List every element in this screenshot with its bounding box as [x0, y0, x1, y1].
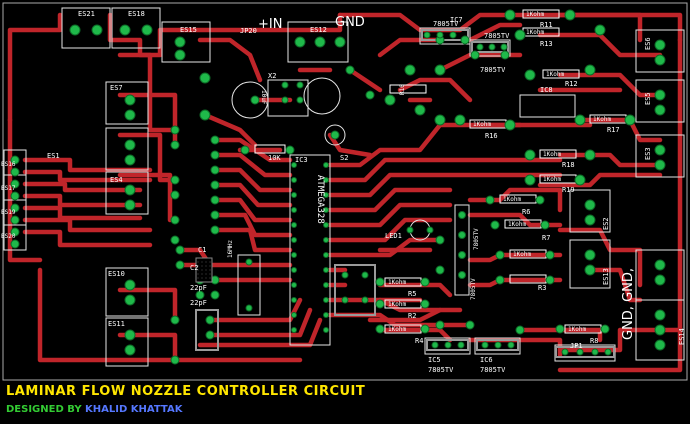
label-10uf: 10uF — [260, 90, 267, 105]
label-r17: R17 — [607, 126, 620, 134]
label-reg-7805-mid: 7805TV — [473, 228, 480, 250]
label-jp1: JP1 — [570, 342, 583, 350]
label-16mhz: 16MHz — [227, 240, 234, 258]
label-reg-7805-ic7: 7805TV — [433, 20, 459, 28]
label-es16: ES16 — [1, 161, 16, 168]
label-es6: ES6 — [644, 37, 652, 50]
label-es7: ES7 — [110, 84, 123, 92]
label-reg-7805-ic5: 7805TV — [428, 366, 454, 374]
label-ic3: IC3 — [295, 156, 308, 164]
label-r8-val: 1Kohm — [568, 326, 586, 333]
label-r18-val: 1Kohm — [543, 151, 561, 158]
label-r16: R16 — [485, 132, 498, 140]
label-es10: ES10 — [108, 270, 125, 278]
label-es15: ES15 — [180, 26, 197, 34]
label-reg-7805-ic6: 7805TV — [480, 366, 506, 374]
label-es19: ES19 — [1, 209, 16, 216]
label-r13-val: 1Kohm — [526, 29, 544, 36]
label-reg-7805-top2: 7805TV — [484, 32, 510, 40]
label-r8: R8 — [590, 337, 598, 345]
label-r2-val: 1Kohm — [388, 301, 406, 308]
label-r6: R6 — [522, 208, 530, 216]
label-r13: R13 — [540, 40, 553, 48]
label-es1: ES1 — [47, 152, 60, 160]
label-x2: X2 — [268, 72, 276, 80]
label-es12: ES12 — [310, 26, 327, 34]
label-r19-val: 1Kohm — [543, 176, 561, 183]
pads — [10, 9, 666, 365]
label-r5: R5 — [408, 290, 416, 298]
label-reg-7805-mid2: 7805TV — [470, 278, 477, 300]
label-es4: ES4 — [110, 176, 123, 184]
label-r2: R2 — [408, 312, 416, 320]
label-r11-val: 1Kohm — [526, 11, 544, 18]
label-es17: ES17 — [1, 185, 16, 192]
label-ic6: IC6 — [480, 356, 493, 364]
label-ic7: IC7 — [450, 16, 463, 24]
label-mcu: ATMEGA328 — [315, 175, 325, 224]
traces — [7, 12, 683, 373]
label-es20: ES20 — [1, 233, 16, 240]
label-es13: ES13 — [602, 268, 610, 285]
designer-name: KHALID KHATTAK — [85, 404, 183, 415]
label-es18: ES18 — [128, 10, 145, 18]
label-r12-val: 1Kohm — [546, 71, 564, 78]
label-r19: R19 — [562, 186, 575, 194]
label-10k: 10K — [268, 154, 281, 162]
credit-prefix: DESIGNED BY — [6, 404, 82, 415]
board-outline — [2, 2, 688, 381]
label-22pf-2: 22pF — [190, 299, 207, 307]
label-ic8: IC8 — [540, 86, 553, 94]
label-r3a-val: 1Kohm — [513, 251, 531, 258]
label-r16-val: 1Kohm — [473, 121, 491, 128]
labels: ES21 ES18 ES15 ES12 JP20 +IN GND ES1 ES7… — [1, 10, 686, 374]
label-s2: S2 — [340, 154, 348, 162]
board-title: LAMINAR FLOW NOZZLE CONTROLLER CIRCUIT — [6, 384, 366, 399]
label-c2: C2 — [190, 264, 198, 272]
label-es2: ES2 — [602, 217, 610, 230]
label-c1: C1 — [198, 246, 206, 254]
grey-parts — [195, 29, 615, 358]
label-es14: ES14 — [678, 328, 686, 345]
label-22pf-1: 22pF — [190, 284, 207, 292]
label-r6-val: 1Kohm — [503, 196, 521, 203]
label-r3a: R3 — [538, 284, 546, 292]
label-r5-val: 1Kohm — [388, 279, 406, 286]
label-r7: R7 — [542, 234, 550, 242]
board-credit: DESIGNED BY KHALID KHATTAK — [6, 404, 182, 415]
label-gnd-right: GND, GND, — [621, 268, 636, 340]
label-es11: ES11 — [108, 320, 125, 328]
label-r17-val: 1Kohm — [593, 116, 611, 123]
label-power-gnd: GND — [335, 15, 365, 30]
label-es21: ES21 — [78, 10, 95, 18]
label-r7-val: 1Kohm — [508, 221, 526, 228]
label-r10: R10 — [399, 84, 406, 95]
cap-hatch — [195, 257, 213, 283]
label-es5: ES5 — [644, 92, 652, 105]
label-jp20: JP20 — [240, 27, 257, 35]
label-r4-val: 1Kohm — [388, 326, 406, 333]
label-led1: LED1 — [385, 232, 402, 240]
label-r18: R18 — [562, 161, 575, 169]
label-reg-7805-ic8: 7805TV — [480, 66, 506, 74]
label-es3: ES3 — [644, 147, 652, 160]
label-r4: R4 — [415, 337, 423, 345]
label-ic5: IC5 — [428, 356, 441, 364]
label-r12: R12 — [565, 80, 578, 88]
label-r11: R11 — [540, 21, 553, 29]
label-power-in: +IN — [258, 17, 282, 32]
